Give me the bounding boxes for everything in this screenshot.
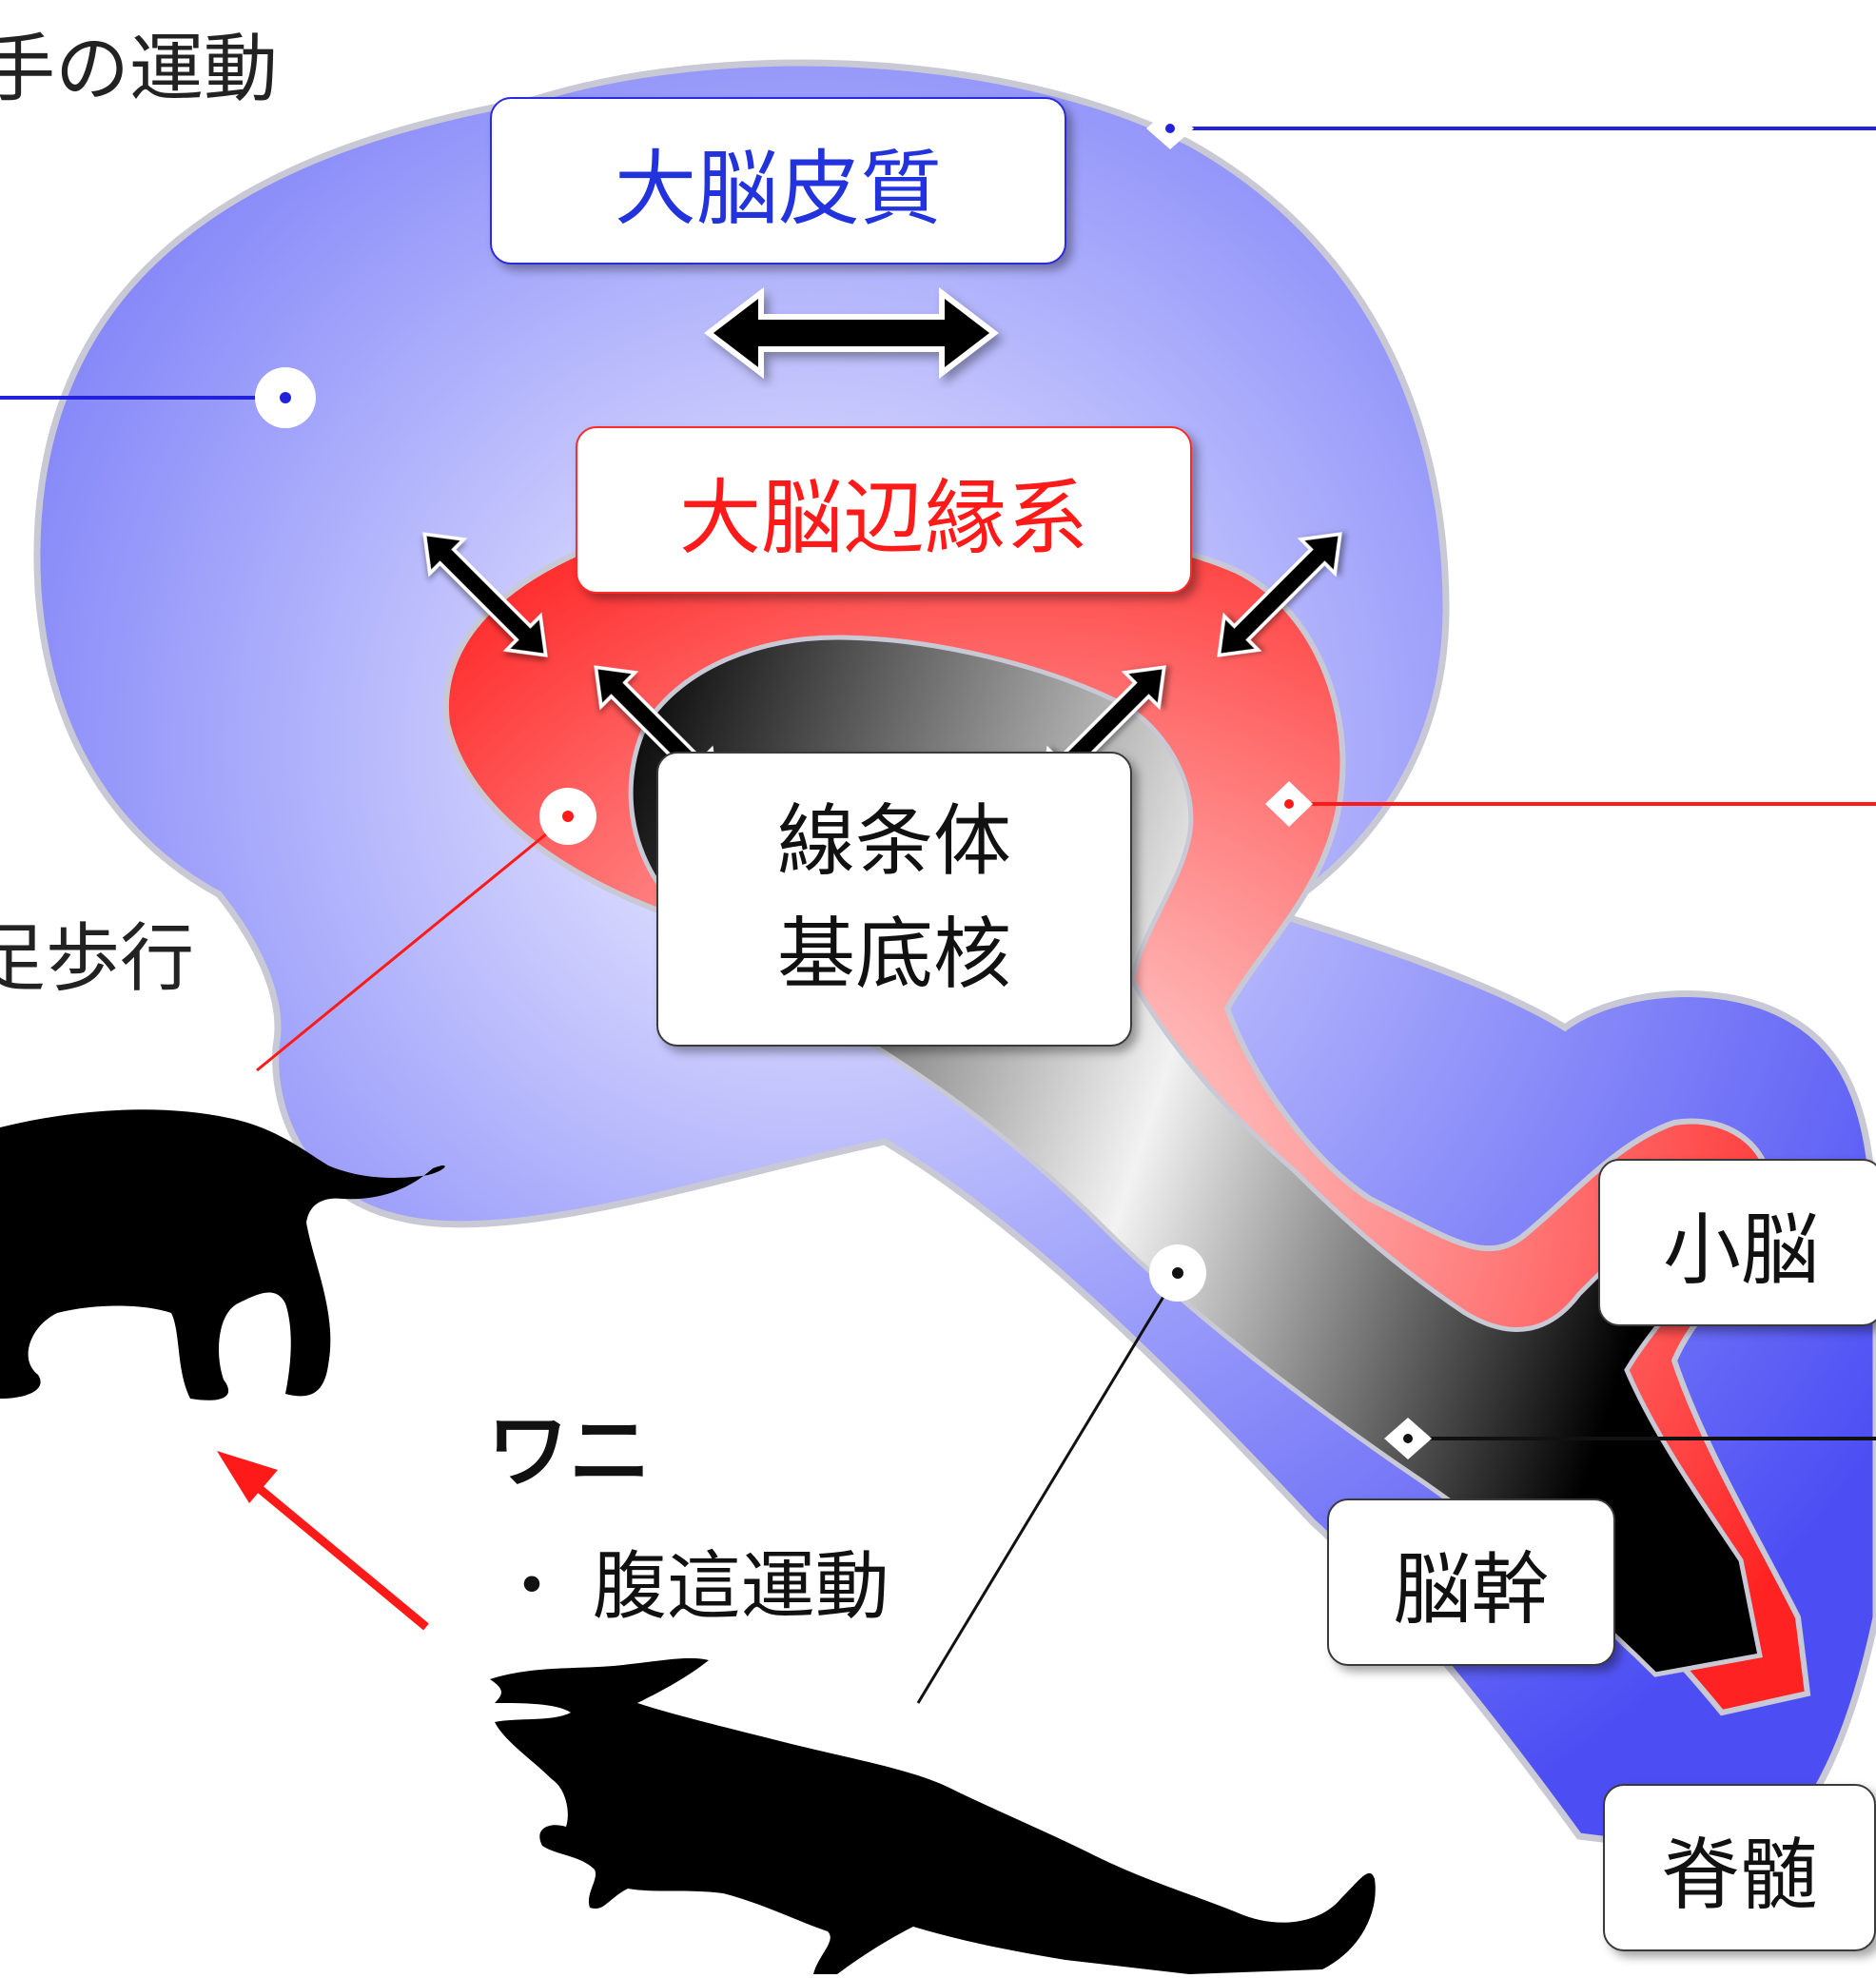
crocodile-name: ワニ — [487, 1404, 651, 1499]
brainstem-label: 脳幹 — [1327, 1498, 1615, 1666]
core-croc-pointer — [916, 1272, 1180, 1704]
crocodile-silhouette-icon — [490, 1657, 1376, 1974]
top-left-text: 手の運動 — [0, 27, 279, 112]
limbic-cat-pointer — [256, 814, 569, 1072]
crocodile-trait: ・ 腹這運動 — [495, 1544, 889, 1630]
mid-left-text: 足歩行 — [0, 916, 195, 1002]
spinal-cord-label: 脊髄 — [1603, 1784, 1876, 1951]
striatum-basal-ganglia-label: 線条体 基底核 — [656, 752, 1132, 1047]
cat-silhouette-icon — [0, 1109, 445, 1400]
basal-ganglia-label: 基底核 — [776, 910, 1011, 1000]
limbic-system-label: 大脳辺縁系 — [576, 426, 1192, 594]
cerebral-cortex-label: 大脳皮質 — [490, 97, 1066, 264]
cerebellum-label: 小脳 — [1598, 1159, 1876, 1326]
striatum-label: 線条体 — [776, 796, 1011, 888]
evolution-arrow-icon — [217, 1451, 429, 1631]
